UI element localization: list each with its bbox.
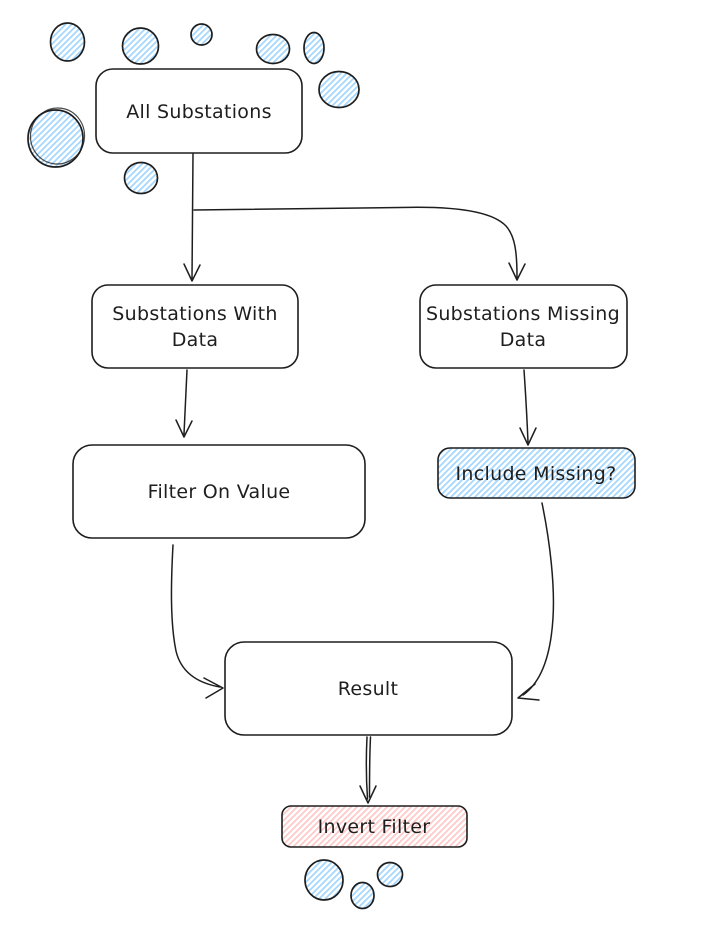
arrow-all-to-with-data xyxy=(183,153,201,282)
node-filter-on-value: Filter On Value xyxy=(72,444,366,539)
decorative-circle xyxy=(190,23,213,46)
node-result-label: Result xyxy=(338,678,399,700)
node-substations-with-data: Substations With Data xyxy=(91,284,299,369)
arrow-all-to-missing-data xyxy=(193,206,526,281)
node-include-missing-box xyxy=(437,447,636,499)
decorative-circles-bottom xyxy=(304,859,404,910)
node-all-substations-box xyxy=(95,68,303,154)
decorative-circle xyxy=(376,861,404,888)
node-substations-with-data-box xyxy=(91,284,299,369)
node-substations-missing-data: Substations Missing Data xyxy=(419,284,628,369)
node-substations-with-data-label-line2: Data xyxy=(172,329,219,351)
node-include-missing: Include Missing? xyxy=(437,447,636,499)
arrow-include-to-result xyxy=(517,502,555,701)
decorative-circle xyxy=(318,70,360,109)
node-filter-on-value-label: Filter On Value xyxy=(148,481,291,503)
arrow-missing-data-to-include xyxy=(519,369,537,446)
decorative-circle xyxy=(304,859,344,901)
decorative-circle xyxy=(255,33,291,65)
decorative-circle xyxy=(27,109,84,168)
decorative-circle xyxy=(123,161,159,195)
flow-arrows xyxy=(170,153,555,804)
node-invert-filter: Invert Filter xyxy=(281,805,468,848)
node-invert-filter-label: Invert Filter xyxy=(318,816,431,838)
arrow-with-data-to-filter xyxy=(175,369,193,438)
node-include-missing-label: Include Missing? xyxy=(456,463,617,485)
decorative-circle xyxy=(350,881,375,910)
decorative-circle xyxy=(49,22,86,62)
node-all-substations-label: All Substations xyxy=(126,101,272,123)
arrow-result-to-invert xyxy=(359,736,377,804)
node-invert-filter-box xyxy=(281,805,468,848)
decorative-circle-overstroke xyxy=(29,107,86,165)
node-filter-on-value-box xyxy=(72,444,366,539)
node-result: Result xyxy=(224,641,513,736)
node-result-box xyxy=(224,641,513,736)
node-substations-missing-data-label-line1: Substations Missing xyxy=(426,303,620,325)
decorative-circles-top xyxy=(27,22,360,195)
node-substations-missing-data-box xyxy=(419,284,628,369)
decorative-circle xyxy=(121,27,160,65)
node-substations-with-data-label-line1: Substations With xyxy=(112,303,277,325)
decorative-circle xyxy=(303,31,325,65)
node-substations-missing-data-label-line2: Data xyxy=(500,329,547,351)
arrow-filter-to-result xyxy=(170,544,224,699)
node-all-substations: All Substations xyxy=(95,68,303,154)
